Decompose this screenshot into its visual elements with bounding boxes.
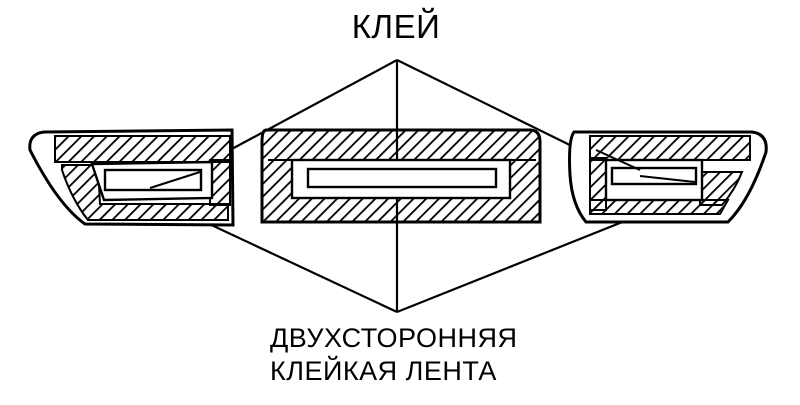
left-part xyxy=(28,128,235,227)
center-part xyxy=(260,128,542,224)
right-part-top-band xyxy=(589,135,751,161)
right-part-right-chunk xyxy=(699,171,744,206)
right-part-extension-line xyxy=(595,149,641,171)
tape-label-line-2: КЛЕЙКАЯ ЛЕНТА xyxy=(270,356,497,386)
left-part-lower-band xyxy=(61,164,229,221)
right-part xyxy=(568,130,768,224)
right-part-glue-line xyxy=(639,175,696,183)
left-part-top-band xyxy=(54,135,231,163)
left-part-glue-line xyxy=(149,171,201,189)
glue-label: КЛЕЙ xyxy=(351,8,441,45)
left-part-tape-strip xyxy=(103,168,203,192)
center-part-tape-strip xyxy=(306,167,498,189)
tape-label: ДВУХСТОРОННЯЯ КЛЕЙКАЯ ЛЕНТА xyxy=(270,322,517,388)
tape-label-line-1: ДВУХСТОРОННЯЯ xyxy=(270,323,518,353)
